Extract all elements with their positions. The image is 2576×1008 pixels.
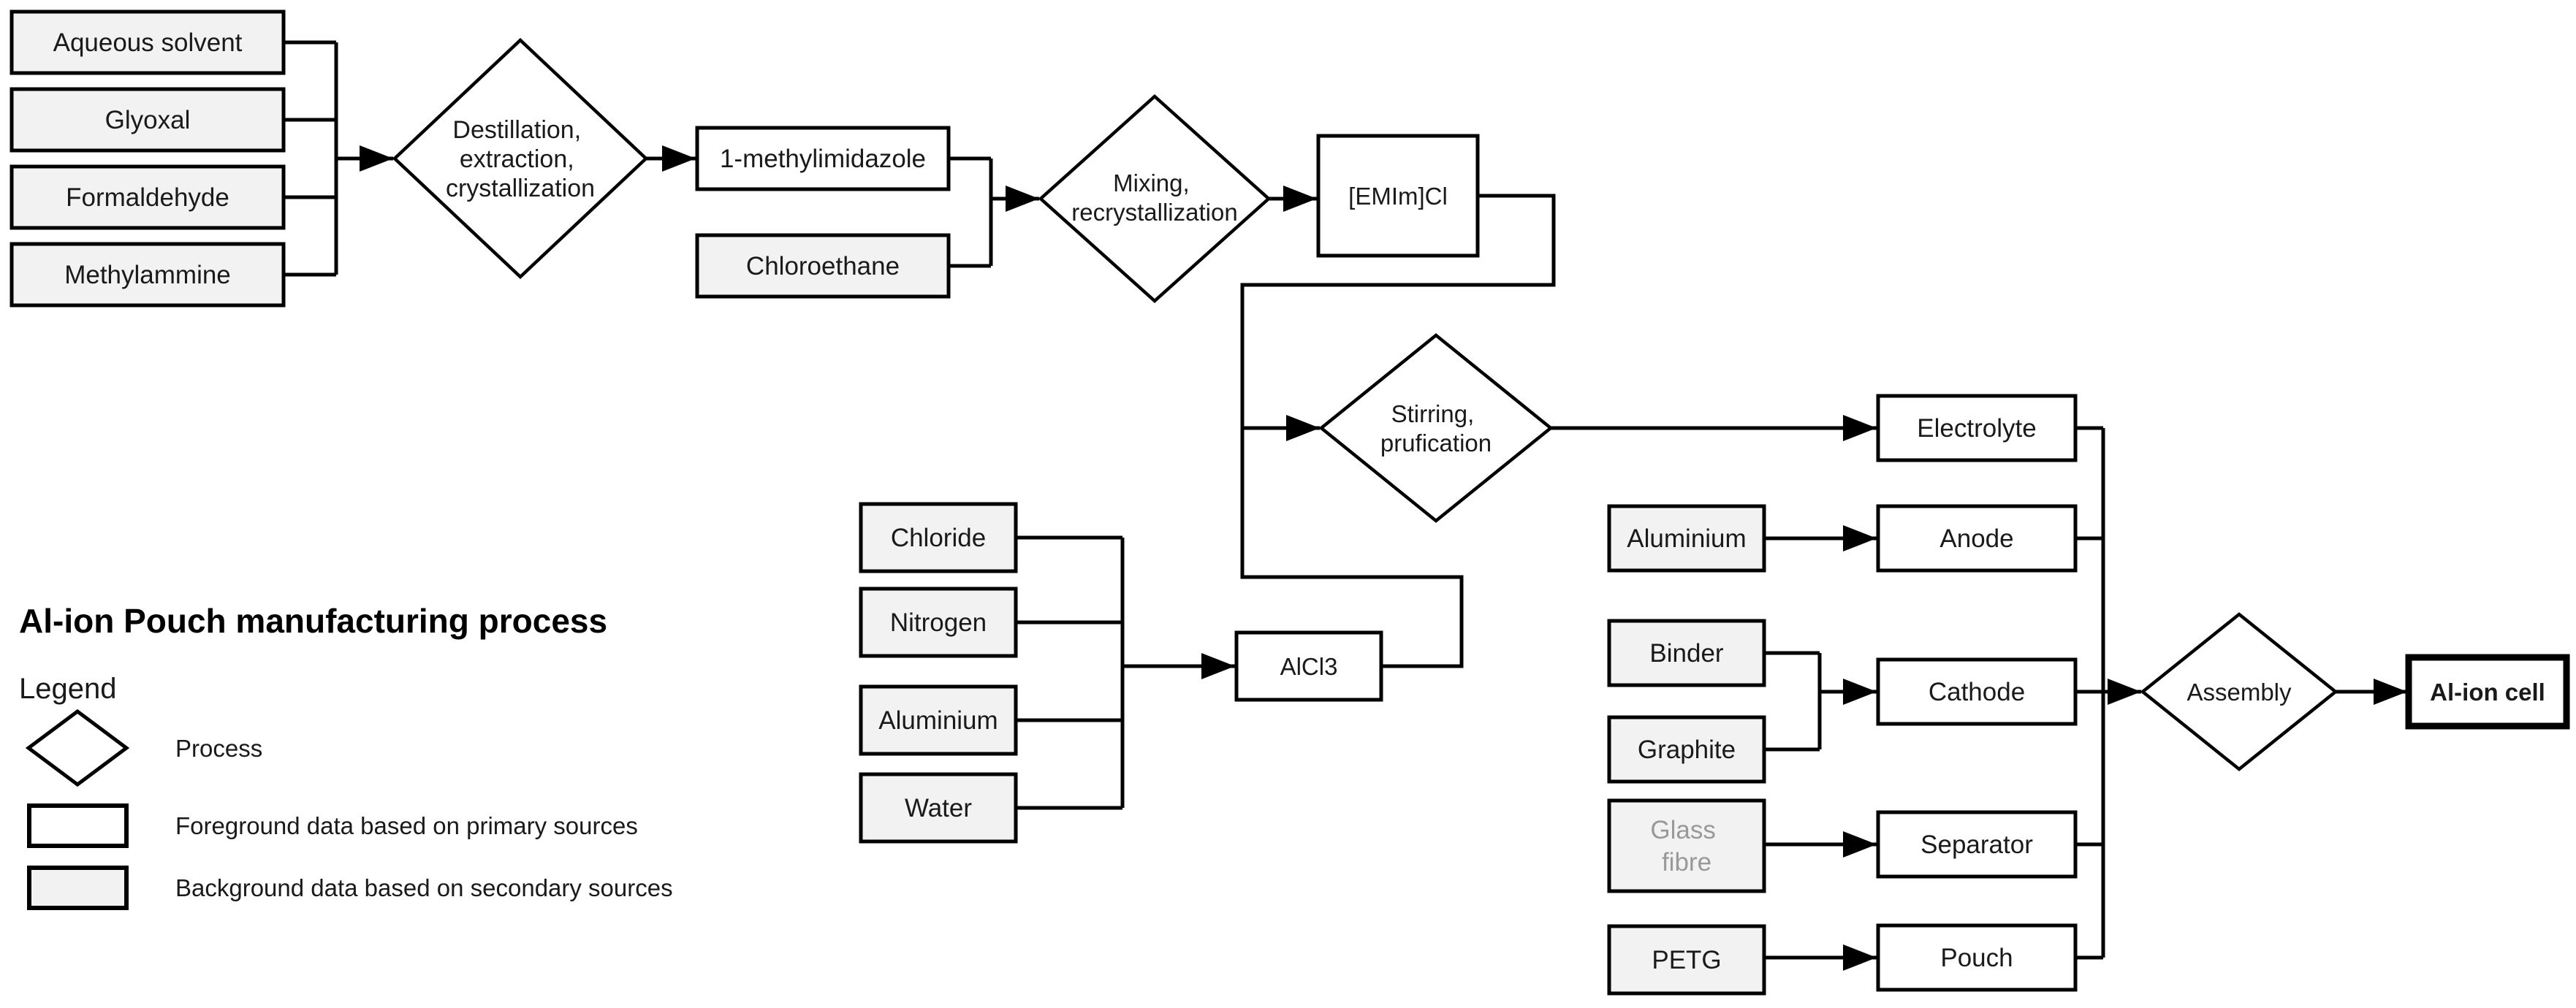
- node-chloride: Chloride: [859, 502, 1018, 573]
- node-alcl3: AlCl3: [1234, 630, 1383, 702]
- node-aluminium-anode: Aluminium: [1607, 504, 1766, 573]
- legend-heading: Legend: [19, 673, 116, 705]
- node-label: Cathode: [1929, 678, 2025, 706]
- process-label: Destillation, extraction, crystallizatio…: [446, 116, 595, 202]
- node-label: Nitrogen: [890, 608, 987, 637]
- node-label: Aluminium: [1627, 524, 1746, 553]
- background-box-icon: [27, 866, 129, 910]
- node-glass-fibre: Glass fibre: [1607, 798, 1766, 893]
- legend-item-process: Process: [25, 709, 262, 787]
- legend-item-foreground: Foreground data based on primary sources: [27, 803, 638, 848]
- node-label: AlCl3: [1280, 653, 1338, 680]
- node-label: Chloride: [891, 524, 986, 552]
- process-assembly: Assembly: [2140, 612, 2338, 771]
- node-binder: Binder: [1607, 619, 1766, 687]
- node-methylimidazole: 1-methylimidazole: [695, 126, 951, 191]
- process-mixing: Mixing, recrystallization: [1038, 93, 1272, 304]
- node-pouch: Pouch: [1876, 923, 2078, 992]
- legend-item-background: Background data based on secondary sourc…: [27, 866, 673, 910]
- node-label: Glyoxal: [105, 106, 191, 134]
- process-label: Stirring, prufication: [1380, 400, 1492, 457]
- node-label: [EMIm]Cl: [1348, 183, 1448, 210]
- node-aluminium-feed: Aluminium: [859, 684, 1018, 756]
- node-label: Separator: [1920, 831, 2033, 859]
- node-label: Aluminium: [878, 706, 998, 735]
- node-electrolyte: Electrolyte: [1876, 394, 2078, 462]
- process-label: Assembly: [2186, 679, 2292, 706]
- node-water: Water: [859, 772, 1018, 844]
- node-methylammine: Methylammine: [10, 242, 286, 308]
- process-label: Mixing, recrystallization: [1071, 169, 1237, 226]
- legend: Process Foreground data based on primary…: [25, 709, 673, 910]
- node-chloroethane: Chloroethane: [695, 233, 951, 299]
- process-destillation: Destillation, extraction, crystallizatio…: [392, 37, 649, 280]
- node-label: Aqueous solvent: [53, 28, 243, 57]
- connectors-layer: [284, 40, 2407, 971]
- node-cathode: Cathode: [1876, 657, 2078, 726]
- node-label: Water: [905, 794, 972, 822]
- node-al-ion-cell: Al-ion cell: [2405, 654, 2570, 730]
- node-formaldehyde: Formaldehyde: [10, 164, 286, 230]
- edge-emimcl-to-stirring: [1240, 194, 1556, 428]
- node-graphite: Graphite: [1607, 715, 1766, 784]
- node-label: PETG: [1652, 946, 1721, 974]
- foreground-box-icon: [27, 803, 129, 848]
- node-petg: PETG: [1607, 924, 1766, 996]
- node-label: Electrolyte: [1917, 414, 2036, 443]
- node-label: Glass fibre: [1650, 816, 1722, 877]
- node-nitrogen: Nitrogen: [859, 587, 1018, 658]
- node-label: Methylammine: [64, 261, 231, 289]
- node-label: Al-ion cell: [2430, 679, 2545, 706]
- legend-item-label: Background data based on secondary sourc…: [175, 874, 673, 901]
- title-block: Al-ion Pouch manufacturing process Legen…: [19, 602, 607, 705]
- node-glyoxal: Glyoxal: [10, 87, 286, 153]
- node-label: Graphite: [1638, 736, 1736, 764]
- node-label: Anode: [1939, 524, 2013, 553]
- legend-item-label: Foreground data based on primary sources: [175, 812, 638, 839]
- node-label: Pouch: [1940, 944, 2013, 972]
- node-label: Chloroethane: [746, 252, 900, 280]
- node-anode: Anode: [1876, 504, 2078, 573]
- process-diamond-icon: [25, 709, 130, 787]
- node-label: 1-methylimidazole: [720, 145, 926, 173]
- diagram-title: Al-ion Pouch manufacturing process: [19, 602, 607, 640]
- edge-alcl3-to-stirring: [1240, 428, 1464, 668]
- node-label: Binder: [1649, 639, 1724, 668]
- node-separator: Separator: [1876, 810, 2078, 879]
- legend-item-label: Process: [175, 735, 262, 762]
- node-emim-cl: [EMIm]Cl: [1316, 134, 1480, 258]
- node-aqueous-solvent: Aqueous solvent: [10, 9, 286, 75]
- node-label: Formaldehyde: [66, 183, 229, 212]
- process-stirring: Stirring, prufication: [1318, 333, 1554, 523]
